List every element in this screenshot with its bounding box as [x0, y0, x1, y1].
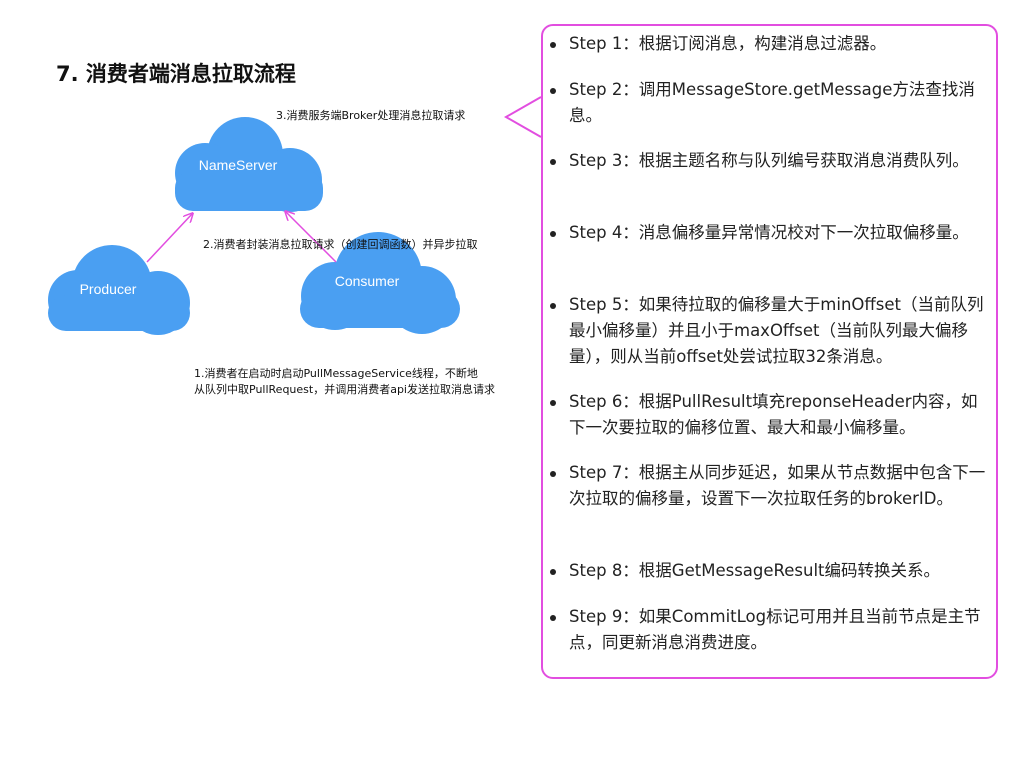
step-item: Step 8：根据GetMessageResult编码转换关系。: [550, 558, 993, 584]
producer-cloud: [48, 245, 190, 335]
nameserver-label: NameServer: [199, 157, 278, 173]
step-item: Step 4：消息偏移量异常情况校对下一次拉取偏移量。: [550, 220, 993, 246]
bullet-icon: [550, 471, 556, 477]
annotation-pull-service-line1: 1.消费者在启动时启动PullMessageService线程，不断地: [194, 367, 478, 380]
nameserver-cloud: [175, 117, 323, 212]
annotation-pull-service-line2: 从队列中取PullRequest，并调用消费者api发送拉取消息请求: [194, 383, 495, 396]
step-text: Step 8：根据GetMessageResult编码转换关系。: [569, 561, 941, 580]
step-item: Step 1：根据订阅消息，构建消息过滤器。: [550, 31, 993, 57]
step-text: Step 5：如果待拉取的偏移量大于minOffset（当前队列最小偏移量）并且…: [569, 295, 984, 366]
steps-panel: Step 1：根据订阅消息，构建消息过滤器。 Step 2：调用MessageS…: [541, 24, 998, 679]
bullet-icon: [550, 88, 556, 94]
bullet-icon: [550, 569, 556, 575]
annotation-pull-service: 1.消费者在启动时启动PullMessageService线程，不断地 从队列中…: [194, 366, 495, 398]
producer-to-nameserver-arrow: [146, 214, 192, 263]
consumer-cloud: [300, 232, 460, 334]
step-text: Step 9：如果CommitLog标记可用并且当前节点是主节点，同更新消息消费…: [569, 607, 981, 652]
step-text: Step 7：根据主从同步延迟，如果从节点数据中包含下一次拉取的偏移量，设置下一…: [569, 463, 986, 508]
step-item: Step 6：根据PullResult填充reponseHeader内容，如下一…: [550, 389, 993, 441]
step-item: Step 9：如果CommitLog标记可用并且当前节点是主节点，同更新消息消费…: [550, 604, 993, 656]
callout-pointer: [503, 96, 542, 138]
step-item: Step 5：如果待拉取的偏移量大于minOffset（当前队列最小偏移量）并且…: [550, 292, 993, 370]
bullet-icon: [550, 615, 556, 621]
bullet-icon: [550, 231, 556, 237]
step-text: Step 2：调用MessageStore.getMessage方法查找消息。: [569, 80, 975, 125]
consumer-label: Consumer: [335, 273, 400, 289]
bullet-icon: [550, 303, 556, 309]
step-text: Step 1：根据订阅消息，构建消息过滤器。: [569, 34, 887, 53]
step-item: Step 7：根据主从同步延迟，如果从节点数据中包含下一次拉取的偏移量，设置下一…: [550, 460, 993, 512]
step-text: Step 4：消息偏移量异常情况校对下一次拉取偏移量。: [569, 223, 969, 242]
step-item: Step 2：调用MessageStore.getMessage方法查找消息。: [550, 77, 993, 129]
step-text: Step 6：根据PullResult填充reponseHeader内容，如下一…: [569, 392, 978, 437]
step-item: Step 3：根据主题名称与队列编号获取消息消费队列。: [550, 148, 993, 174]
bullet-icon: [550, 42, 556, 48]
bullet-icon: [550, 400, 556, 406]
consumer-to-nameserver-arrow: [286, 212, 337, 263]
producer-label: Producer: [80, 281, 137, 297]
annotation-broker-handle: 3.消费服务端Broker处理消息拉取请求: [276, 109, 466, 122]
bullet-icon: [550, 159, 556, 165]
annotation-async-pull: 2.消费者封装消息拉取请求（创建回调函数）并异步拉取: [203, 238, 478, 251]
step-text: Step 3：根据主题名称与队列编号获取消息消费队列。: [569, 151, 969, 170]
page-title: 7. 消费者端消息拉取流程: [56, 62, 296, 86]
